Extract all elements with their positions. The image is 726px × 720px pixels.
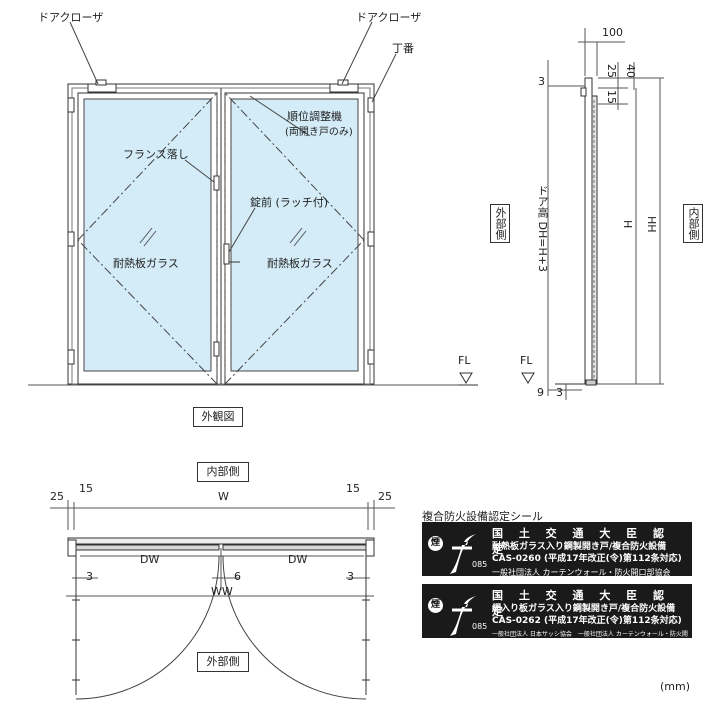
right-swing-arc: [222, 555, 367, 700]
elevation-view: [28, 21, 468, 386]
seal-title: 国 土 交 通 大 臣 認 定: [492, 589, 670, 618]
dim-25: 25: [605, 64, 618, 78]
leader-closer-right: [341, 21, 373, 85]
dim-15-left: 15: [79, 482, 93, 495]
leader-closer-left: [69, 21, 99, 85]
fl-marker-left: [459, 372, 473, 384]
hinge-left-mid: [67, 231, 75, 247]
label-sequencer: 順位調整機: [287, 110, 342, 123]
label-flush-bolt: フランス落し: [123, 148, 189, 161]
leader-flush-bolt: [184, 159, 215, 183]
seal-product: 網入り板ガラス入り鋼製開き戸/複合防火設備: [492, 604, 676, 614]
seal-code: CAS-0260 (平成17年改正(令)第112条対応): [492, 554, 682, 564]
seal-code: CAS-0262 (平成17年改正(令)第112条対応): [492, 616, 682, 626]
flush-bolt-bottom: [213, 341, 220, 357]
plan-frame-head: [67, 537, 375, 545]
leader-sequencer: [249, 95, 311, 137]
label-door-closer-right: ドアクローザ: [356, 11, 422, 24]
dim-w: W: [218, 490, 229, 503]
label-sequencer-note: (両開き戸のみ): [285, 127, 353, 138]
dim-9: 9: [537, 386, 544, 399]
dim-25-left: 25: [50, 490, 64, 503]
hinge-left-top: [67, 97, 75, 113]
seal-heading: 複合防火設備認定シール: [422, 510, 543, 523]
interior-side-plan: 内部側: [197, 462, 249, 482]
left-swing-arc: [75, 555, 220, 700]
door-closer-left-arm: [95, 79, 107, 86]
exterior-side-section: 外部側: [490, 204, 510, 243]
section-view: [458, 28, 664, 400]
fl-marker-right: [521, 372, 535, 384]
fl-label-left: FL: [458, 354, 471, 367]
section-closer: [580, 87, 587, 97]
left-glass-pane: [83, 98, 212, 372]
label-hinge: 丁番: [392, 42, 414, 55]
label-door-closer-left: ドアクローザ: [38, 11, 104, 24]
dim-15: 15: [605, 90, 618, 104]
label-lock: 錠前 (ラッチ付): [250, 196, 329, 209]
dim-ww: WW: [211, 585, 233, 598]
dim-3-bottom: 3: [556, 386, 563, 399]
seal-cas-0260: 煙 085 国 土 交 通 大 臣 認 定 耐熱板ガラス入り鋼製開き戸/複合防火…: [422, 522, 692, 577]
dim-dw-left: DW: [140, 553, 160, 566]
certification-logo-icon: [450, 534, 476, 574]
glass-mark-right-2: [293, 230, 307, 247]
plan-leaf-right: [222, 544, 367, 551]
seal-issuer: 一般社団法人 日本サッシ協会 一般社団法人 カーテンウォール・防火開口部協会: [492, 631, 688, 647]
glass-mark-right-1: [289, 227, 303, 244]
dim-6: 6: [234, 570, 241, 583]
dim-100: 100: [602, 26, 623, 39]
dim-hh: HH: [645, 216, 658, 233]
caption-elevation: 外観図: [193, 407, 243, 427]
smoke-mark-icon: 煙: [428, 536, 443, 551]
dim-25-right: 25: [378, 490, 392, 503]
glass-mark-left-2: [143, 230, 157, 247]
seal-title: 国 土 交 通 大 臣 認 定: [492, 527, 670, 556]
plan-view: [50, 500, 395, 700]
label-glass-right: 耐熱板ガラス: [267, 257, 333, 270]
plan-leaf-left: [75, 544, 220, 551]
interior-side-section: 内部側: [683, 204, 703, 243]
dim-dw-right: DW: [288, 553, 308, 566]
dim-door-height: ドア高 DH=H+3: [536, 185, 549, 272]
section-sill: [585, 379, 597, 386]
dim-3-left: 3: [86, 570, 93, 583]
seal-issuer: 一般社団法人 カーテンウォール・防火開口部協会: [492, 568, 671, 577]
hinge-right-mid: [367, 231, 375, 247]
certification-logo-icon: [450, 596, 476, 636]
hinge-right-top: [367, 97, 375, 113]
exterior-side-plan: 外部側: [197, 652, 249, 672]
frame-jamb: [584, 77, 593, 385]
dim-3-top: 3: [538, 75, 545, 88]
leader-lock: [228, 207, 256, 253]
right-glass-pane: [230, 98, 359, 372]
flush-bolt-top: [213, 175, 220, 191]
unit-label: (mm): [660, 680, 691, 693]
right-swing-lines: [224, 91, 365, 386]
dim-15-right: 15: [346, 482, 360, 495]
seal-product: 耐熱板ガラス入り鋼製開き戸/複合防火設備: [492, 542, 667, 552]
fl-label-right: FL: [520, 354, 533, 367]
hinge-left-bottom: [67, 349, 75, 365]
seal-cas-0262: 煙 085 国 土 交 通 大 臣 認 定 網入り板ガラス入り鋼製開き戸/複合防…: [422, 584, 692, 647]
label-glass-left: 耐熱板ガラス: [113, 257, 179, 270]
lock-case: [223, 243, 230, 265]
plan-jamb-left: [67, 539, 77, 557]
hinge-right-bottom: [367, 349, 375, 365]
left-swing-lines: [77, 91, 218, 386]
plan-jamb-right: [365, 539, 375, 557]
glass-mark-left-1: [139, 227, 153, 244]
seal-number: 085: [472, 622, 488, 631]
dim-40: 40: [624, 64, 637, 78]
seal-number: 085: [472, 560, 488, 569]
smoke-mark-icon: 煙: [428, 598, 443, 613]
dim-3-right: 3: [347, 570, 354, 583]
leader-hinge: [371, 53, 397, 103]
dim-h: H: [621, 220, 634, 229]
